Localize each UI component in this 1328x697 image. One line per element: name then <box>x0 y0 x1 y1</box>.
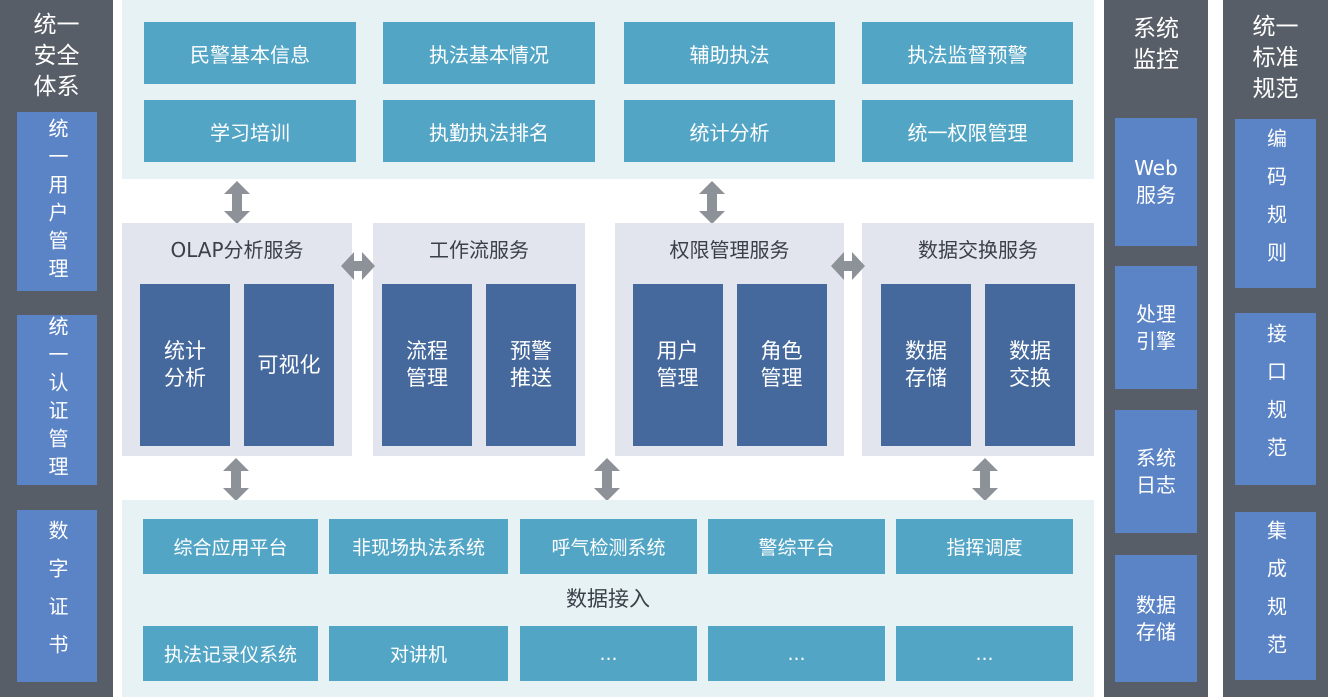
monitor-sidebar-title: 系统监控 <box>1133 16 1179 73</box>
device-button-walkie-talkie: 对讲机 <box>329 626 508 681</box>
app-button-auxiliary-enforcement: 辅助执法 <box>624 22 835 84</box>
app-button-police-basic-info: 民警基本信息 <box>144 22 356 84</box>
service-panel-olap-title: OLAP分析服务 <box>170 238 304 262</box>
sidebar-item-unified-auth-management: 统一认证管理 <box>17 315 97 485</box>
service-panel-permission-title: 权限管理服务 <box>669 238 790 262</box>
app-button-duty-enforcement-ranking: 执勤执法排名 <box>383 100 595 162</box>
device-button-ellipsis-2: ... <box>708 626 885 681</box>
security-sidebar-title: 统一安全体系 <box>33 12 80 100</box>
app-button-statistical-analysis: 统计分析 <box>624 100 835 162</box>
service-box-role-management: 角色管理 <box>736 284 827 446</box>
device-button-enforcement-recorder-system: 执法记录仪系统 <box>143 626 318 681</box>
security-sidebar: 统一安全体系 统一用户管理 统一认证管理 数字证书 <box>0 0 113 697</box>
horizontal-double-arrow-icon <box>341 252 375 280</box>
service-layer-section: OLAP分析服务 统计分析 可视化 工作流服务 流程管理 预警推送 <box>122 223 1094 456</box>
access-button-command-dispatch: 指挥调度 <box>896 519 1073 574</box>
standards-item-interface-spec: 接口规范 <box>1235 313 1316 485</box>
horizontal-double-arrow-icon <box>831 252 865 280</box>
service-panel-data-exchange-title: 数据交换服务 <box>918 238 1038 262</box>
monitor-sidebar: 系统监控 Web服务 处理引擎 系统日志 数据存储 <box>1104 0 1208 697</box>
app-button-supervision-warning: 执法监督预警 <box>862 22 1073 84</box>
service-box-process-management: 流程管理 <box>382 284 472 446</box>
access-button-breath-test-system: 呼气检测系统 <box>520 519 697 574</box>
device-button-ellipsis-1: ... <box>520 626 697 681</box>
service-box-data-storage: 数据存储 <box>881 284 971 446</box>
app-button-unified-permission-management: 统一权限管理 <box>862 100 1073 162</box>
access-button-offsite-enforcement-system: 非现场执法系统 <box>329 519 508 574</box>
data-access-section: 综合应用平台 非现场执法系统 呼气检测系统 警综平台 指挥调度 数据接入 执法记… <box>122 500 1094 697</box>
app-button-learning-training: 学习培训 <box>144 100 356 162</box>
service-panel-data-exchange: 数据交换服务 数据存储 数据交换 <box>862 223 1094 456</box>
service-panel-workflow-title: 工作流服务 <box>429 238 529 262</box>
service-panel-permission-management: 权限管理服务 用户管理 角色管理 <box>615 223 844 456</box>
vertical-double-arrow-icon <box>699 181 725 224</box>
standards-sidebar-title: 统一标准规范 <box>1252 14 1299 102</box>
access-button-integrated-application-platform: 综合应用平台 <box>143 519 318 574</box>
app-button-enforcement-basic-situation: 执法基本情况 <box>383 22 595 84</box>
vertical-double-arrow-icon <box>224 181 250 224</box>
vertical-double-arrow-icon <box>223 458 249 501</box>
service-box-statistical-analysis: 统计分析 <box>140 284 230 446</box>
service-panel-workflow: 工作流服务 流程管理 预警推送 <box>373 223 585 456</box>
vertical-double-arrow-icon <box>972 458 998 501</box>
standards-item-integration-spec: 集成规范 <box>1235 512 1316 680</box>
monitor-item-web-service: Web服务 <box>1115 118 1197 246</box>
data-access-label: 数据接入 <box>566 587 650 611</box>
monitor-item-data-storage: 数据存储 <box>1115 555 1197 682</box>
service-box-user-management: 用户管理 <box>632 284 723 446</box>
service-box-visualization: 可视化 <box>244 284 334 446</box>
device-button-ellipsis-3: ... <box>896 626 1073 681</box>
sidebar-item-digital-certificate: 数字证书 <box>17 510 97 682</box>
vertical-double-arrow-icon <box>594 458 620 501</box>
access-button-police-comprehensive-platform: 警综平台 <box>708 519 885 574</box>
standards-item-coding-rules: 编码规则 <box>1235 119 1316 288</box>
service-box-warning-push: 预警推送 <box>486 284 576 446</box>
service-panel-olap: OLAP分析服务 统计分析 可视化 <box>122 223 352 456</box>
sidebar-item-unified-user-management: 统一用户管理 <box>17 112 97 291</box>
monitor-item-system-log: 系统日志 <box>1115 410 1197 533</box>
application-layer-section: 民警基本信息 执法基本情况 辅助执法 执法监督预警 学习培训 执勤执法排名 统计… <box>122 0 1094 179</box>
service-box-data-exchange: 数据交换 <box>985 284 1075 446</box>
standards-sidebar: 统一标准规范 编码规则 接口规范 集成规范 <box>1223 0 1328 697</box>
monitor-item-processing-engine: 处理引擎 <box>1115 266 1197 389</box>
